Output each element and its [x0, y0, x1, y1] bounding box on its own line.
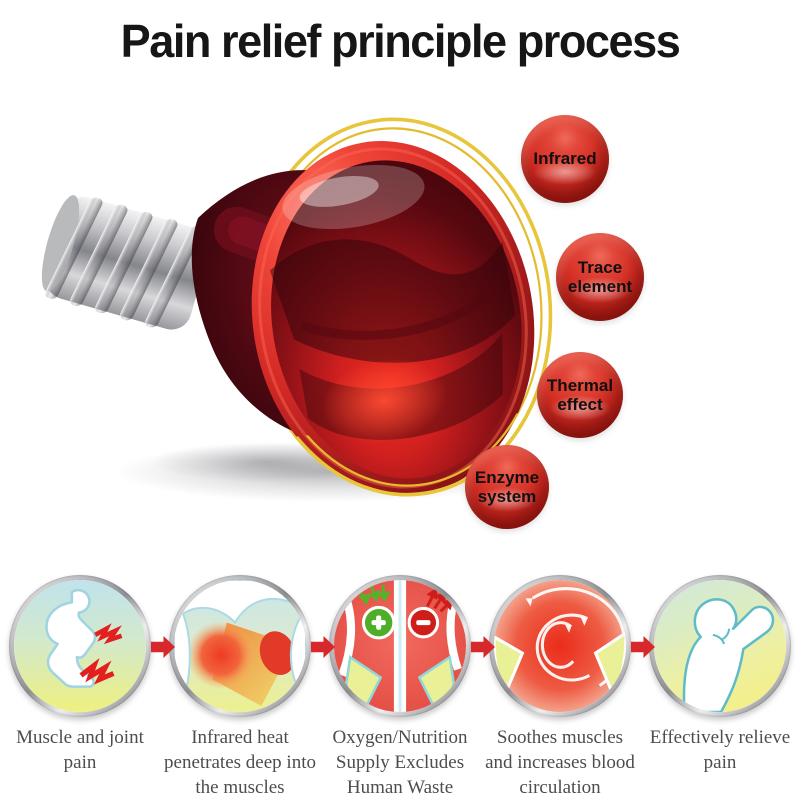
feature-ball-label: Thermal effect	[546, 375, 614, 414]
heat-lamp-bulb-icon	[41, 117, 553, 502]
step-circle	[9, 575, 151, 717]
feature-ball-thermal-effect: Thermal effect	[537, 352, 623, 438]
step-caption: Soothes muscles and increases blood circ…	[485, 727, 635, 799]
step-circle	[649, 575, 791, 717]
process-step-5: Effectively relieve pain	[640, 575, 800, 800]
feature-ball-infrared: Infrared	[521, 115, 609, 203]
step-caption: Oxygen/Nutrition Supply Excludes Human W…	[332, 727, 468, 799]
step-circle	[329, 575, 471, 717]
step-caption: Effectively relieve pain	[649, 727, 791, 774]
muscle-joint-pain-icon	[14, 580, 146, 712]
process-step-2: Infrared heat penetrates deep into the m…	[160, 575, 320, 800]
step-circle	[169, 575, 311, 717]
screw-base-icon	[41, 195, 210, 330]
bulb-dome-icon	[251, 141, 535, 495]
step-caption: Muscle and joint pain	[16, 727, 144, 774]
pain-relief-icon	[654, 580, 786, 712]
feature-ball-label: Trace element	[567, 257, 633, 296]
process-step-3: Oxygen/Nutrition Supply Excludes Human W…	[320, 575, 480, 800]
halo-ring-front-icon	[247, 412, 532, 497]
page-title: Pain relief principle process	[120, 15, 681, 67]
feature-ball-label: Infrared	[533, 149, 597, 169]
step-caption: Infrared heat penetrates deep into the m…	[164, 727, 316, 799]
process-step-1: Muscle and joint pain	[0, 575, 160, 800]
feature-ball-trace-element: Trace element	[556, 233, 644, 321]
step-circle	[489, 575, 631, 717]
feature-ball-enzyme-system: Enzyme system	[465, 445, 549, 529]
process-flow: Muscle and joint pain	[0, 575, 800, 800]
feature-ball-label: Enzyme system	[474, 467, 540, 506]
heat-lamp-photo	[30, 100, 590, 520]
process-step-4: Soothes muscles and increases blood circ…	[480, 575, 640, 800]
oxygen-nutrition-icon	[334, 580, 466, 712]
heat-penetration-icon	[174, 580, 306, 712]
blood-circulation-icon	[494, 580, 626, 712]
